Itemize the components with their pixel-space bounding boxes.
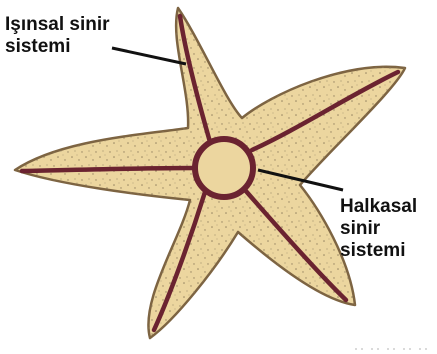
ring-label-line-3: sistemi: [340, 240, 417, 262]
ring-nervous-system-label: Halkasal sinir sistemi: [340, 196, 417, 262]
ring-nerve: [195, 139, 253, 197]
ring-label-line-1: Halkasal: [340, 196, 417, 218]
radial-nervous-system-label: Işınsal sinir sistemi: [5, 14, 110, 58]
radial-label-line-2: sistemi: [5, 36, 110, 58]
radial-pointer-line: [112, 48, 186, 64]
radial-label-line-1: Işınsal sinir: [5, 14, 110, 36]
watermark-dots: [355, 348, 427, 350]
ring-label-line-2: sinir: [340, 218, 417, 240]
